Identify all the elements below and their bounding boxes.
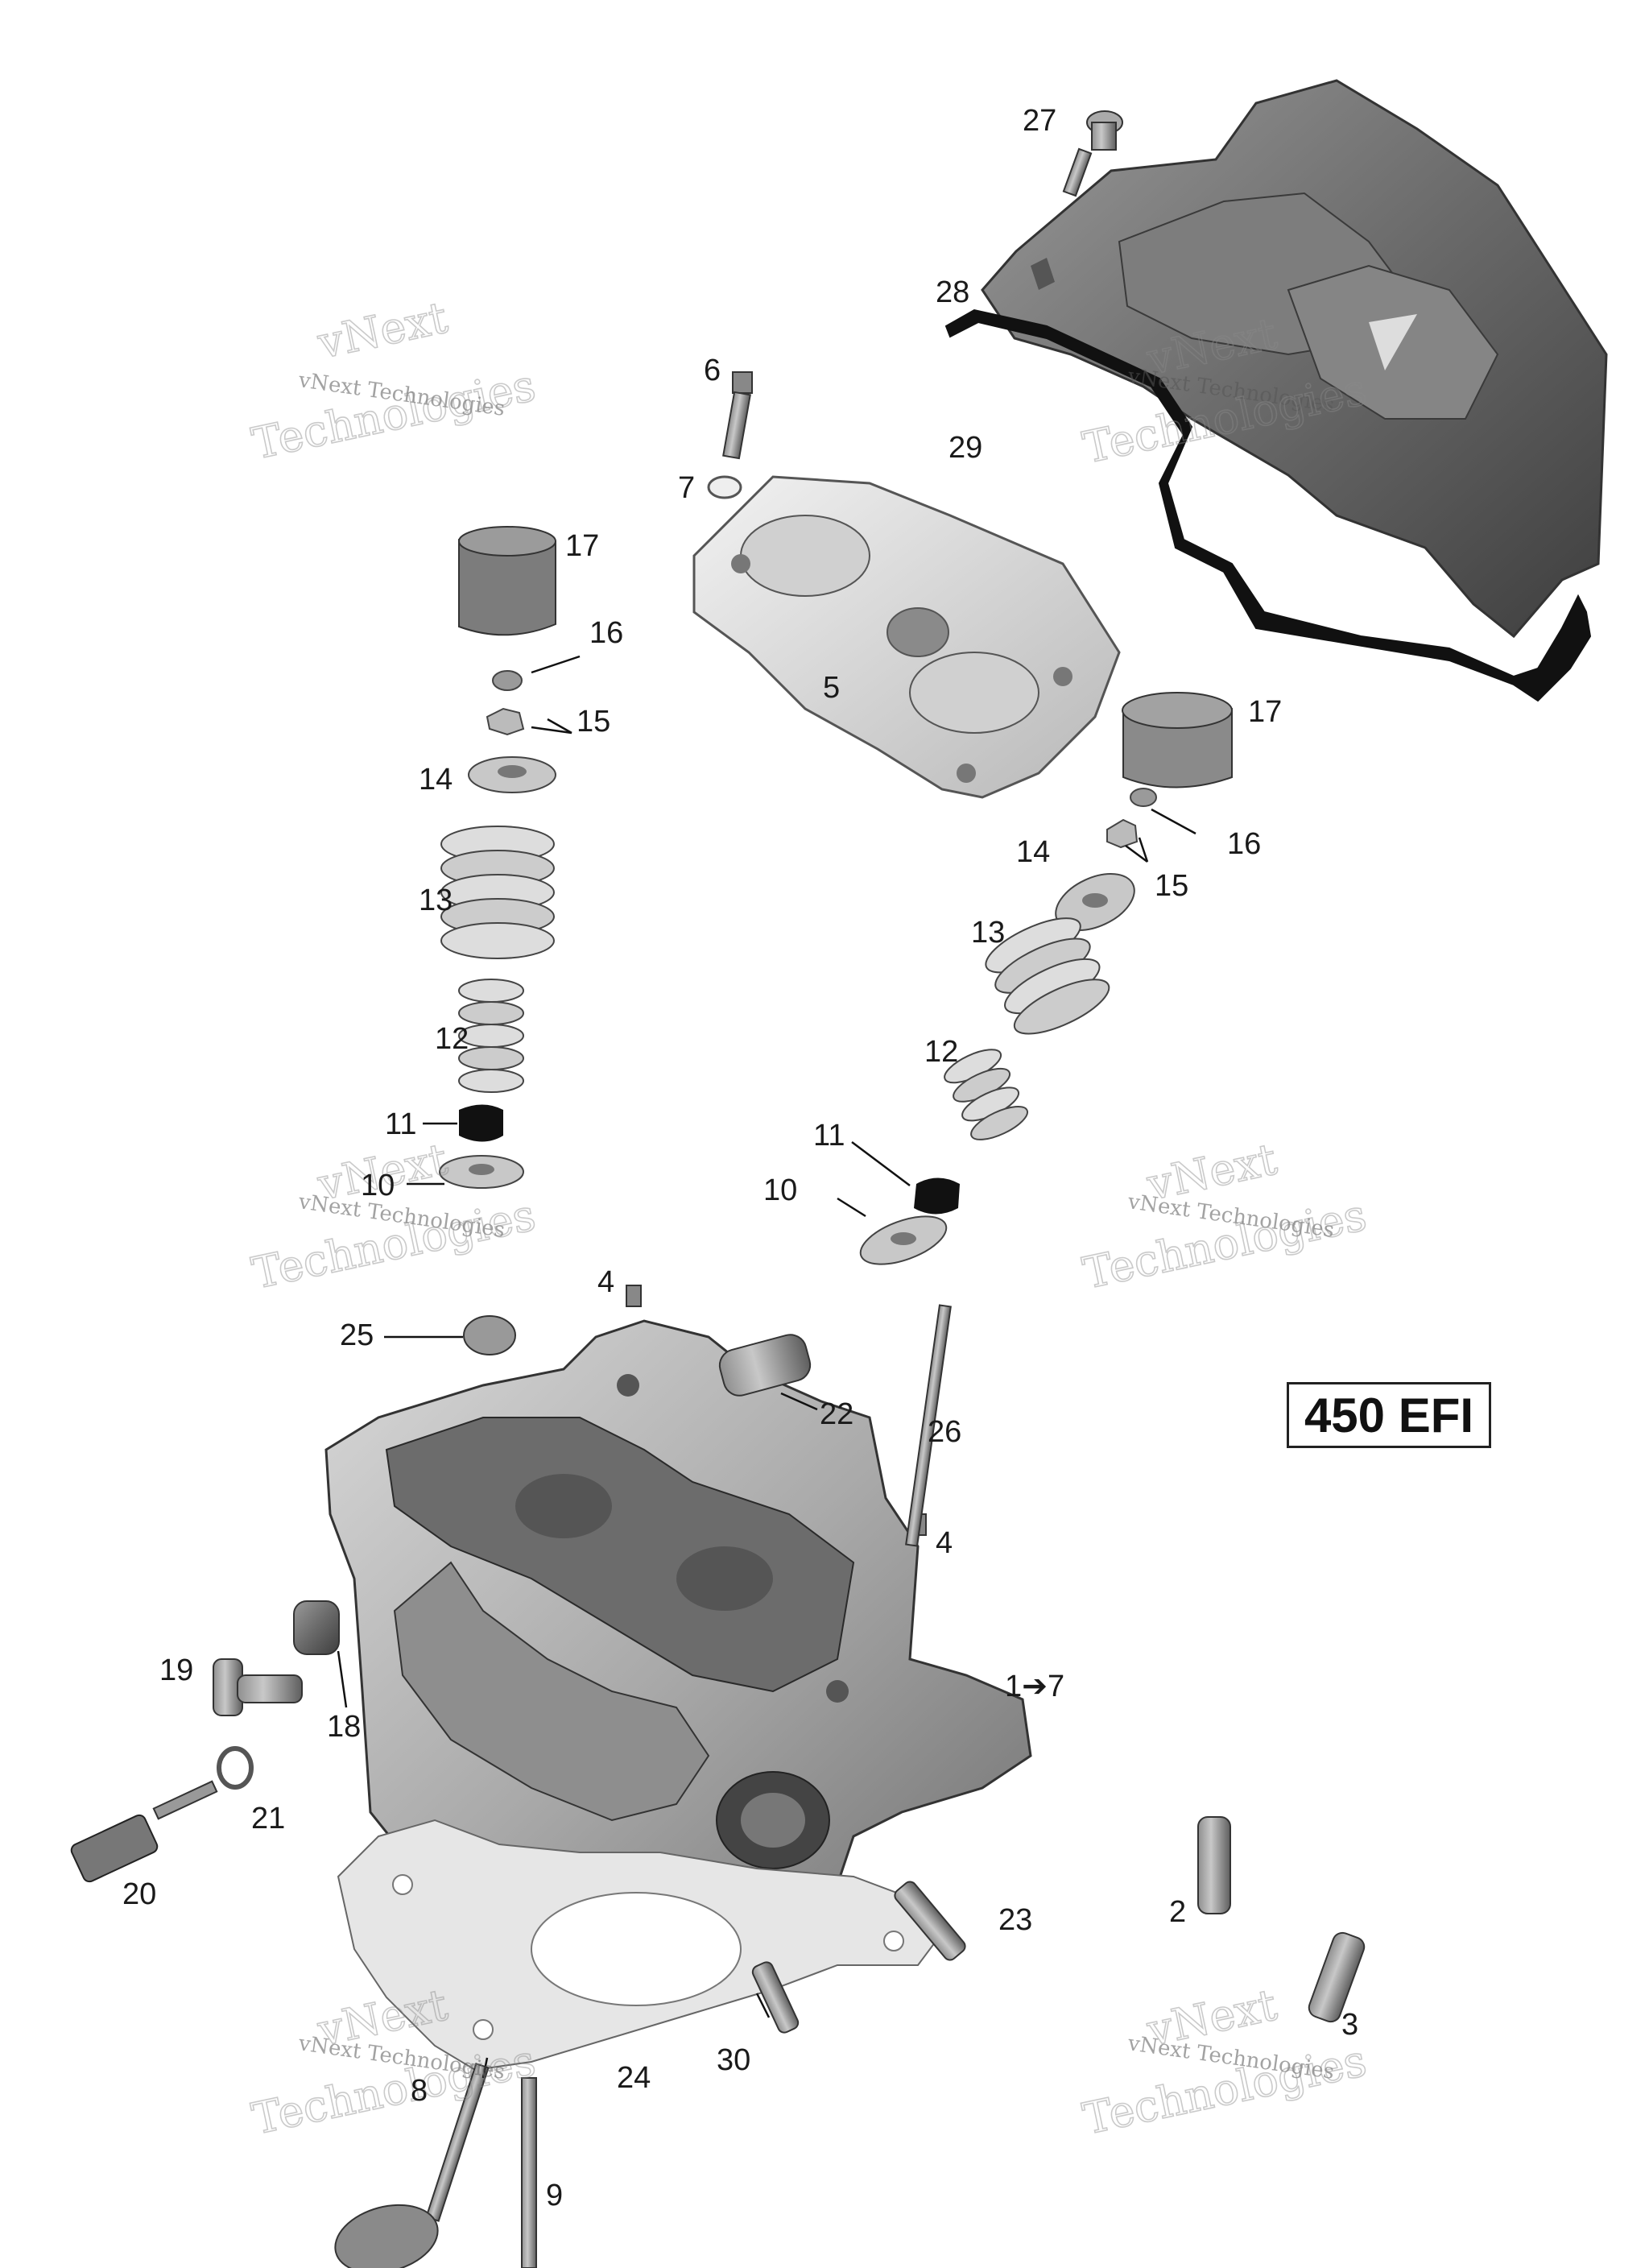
elbow-fitting-part — [213, 1658, 303, 1716]
callout-17-left: 17 — [565, 529, 599, 563]
callout-29: 29 — [948, 431, 982, 465]
callout-11-left: 11 — [385, 1107, 416, 1141]
exhaust-valve-part — [521, 2077, 537, 2268]
callout-9: 9 — [546, 2179, 563, 2212]
callout-17-right: 17 — [1248, 695, 1282, 729]
callout-19: 19 — [159, 1653, 193, 1687]
temperature-sensor-part — [70, 1780, 218, 1883]
callout-24: 24 — [617, 2061, 651, 2095]
plug-part — [293, 1600, 340, 1655]
dowel-sleeve-part-2 — [751, 1961, 800, 2034]
watermark-technologies: Technologies — [248, 360, 540, 470]
dowel-sleeve-part — [894, 1881, 966, 1961]
callout-11-right: 11 — [813, 1119, 845, 1153]
callout-14-right: 14 — [1016, 835, 1050, 869]
callout-12-left: 12 — [435, 1022, 469, 1056]
callout-2: 2 — [1169, 1895, 1186, 1929]
callout-8: 8 — [411, 2074, 428, 2108]
cover-gasket-part — [944, 308, 1592, 702]
leader-lines — [337, 655, 1196, 2079]
valve-guide-part — [1197, 1816, 1231, 1914]
holder-bolt-part — [722, 371, 753, 460]
callout-7: 7 — [678, 471, 695, 505]
callout-30: 30 — [717, 2043, 750, 2077]
callout-15-left: 15 — [577, 705, 610, 739]
callout-14-left: 14 — [419, 763, 453, 797]
watermark-vnext: vNext — [313, 292, 453, 369]
callout-4-right: 4 — [936, 1526, 953, 1560]
callout-23: 23 — [998, 1903, 1032, 1937]
callout-1-to-7: 1➔7 — [1005, 1670, 1064, 1703]
watermark-top-left: vNext vNext Technologies Technologies — [247, 292, 540, 470]
watermark-mid-right: vNext vNext Technologies Technologies — [1078, 1133, 1371, 1300]
intake-valve-part — [334, 2063, 490, 2268]
callout-25: 25 — [340, 1318, 374, 1352]
holder-washer-part — [707, 475, 742, 499]
callout-16-right: 16 — [1227, 827, 1261, 861]
right-valve-stack — [859, 692, 1233, 1265]
callout-22: 22 — [820, 1397, 853, 1431]
model-label: 450 EFI — [1304, 1388, 1474, 1442]
camshaft-holder-part — [692, 475, 1121, 799]
callout-26: 26 — [928, 1415, 961, 1449]
callout-27: 27 — [1023, 104, 1056, 138]
callout-13-left: 13 — [419, 884, 453, 917]
callout-21: 21 — [251, 1802, 285, 1836]
valve-guide-part-2 — [1308, 1931, 1366, 2023]
dowel-pin-part — [626, 1285, 642, 1307]
callout-18: 18 — [327, 1710, 361, 1744]
callout-16-left: 16 — [589, 616, 623, 650]
model-label-box: 450 EFI — [1287, 1382, 1491, 1448]
callout-13-right: 13 — [971, 916, 1005, 950]
callout-6: 6 — [704, 354, 721, 387]
callout-12-right: 12 — [924, 1035, 958, 1069]
cylinder-head-part — [324, 1319, 1032, 1991]
callout-10-left: 10 — [361, 1169, 395, 1202]
callout-4-top: 4 — [597, 1265, 614, 1299]
nut-part — [463, 1315, 516, 1355]
callout-20: 20 — [122, 1877, 156, 1911]
left-valve-stack — [439, 526, 556, 1189]
head-gasket-part — [337, 1819, 944, 2071]
sealing-washer-part — [217, 1746, 254, 1790]
callout-3: 3 — [1341, 2008, 1358, 2042]
cover-bolt-part — [1062, 110, 1123, 197]
callout-15-right: 15 — [1155, 869, 1188, 903]
callout-10-right: 10 — [763, 1173, 797, 1207]
sleeve-part — [718, 1334, 812, 1397]
callout-labels: 27 28 29 6 7 17 16 15 14 13 12 11 10 5 1… — [122, 104, 1358, 2212]
callout-5: 5 — [823, 671, 840, 705]
stud-bolt-part — [905, 1304, 952, 1547]
valve-cover-part — [981, 79, 1608, 639]
callout-28: 28 — [936, 275, 969, 309]
